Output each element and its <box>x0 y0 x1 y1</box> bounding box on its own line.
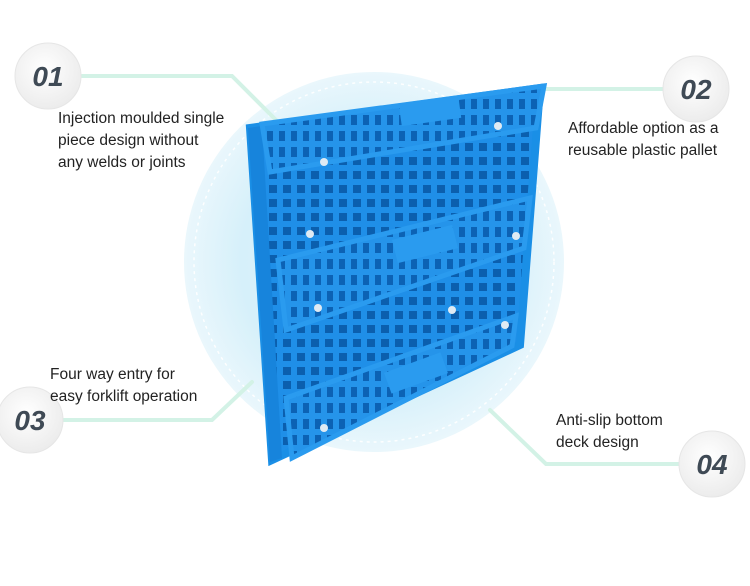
feature-04-text: Anti-slip bottom deck design <box>556 412 663 451</box>
feature-01-text: Injection moulded single piece design wi… <box>58 110 225 171</box>
feature-03-text: Four way entry for easy forklift operati… <box>50 366 198 405</box>
connector-line-03 <box>52 380 254 422</box>
badge-04-number: 04 <box>696 449 728 480</box>
badge-03: 03 <box>0 386 64 454</box>
connector-line-04 <box>488 408 686 466</box>
pallet-image <box>245 83 548 467</box>
badge-01-number: 01 <box>32 61 63 92</box>
feature-02-text: Affordable option as a reusable plastic … <box>568 120 719 159</box>
badge-04: 04 <box>678 430 746 498</box>
badge-02-number: 02 <box>680 74 712 105</box>
badge-03-number: 03 <box>14 405 46 436</box>
badge-02: 02 <box>662 55 730 123</box>
connector-line-01 <box>80 74 282 126</box>
badge-01: 01 <box>14 42 82 110</box>
